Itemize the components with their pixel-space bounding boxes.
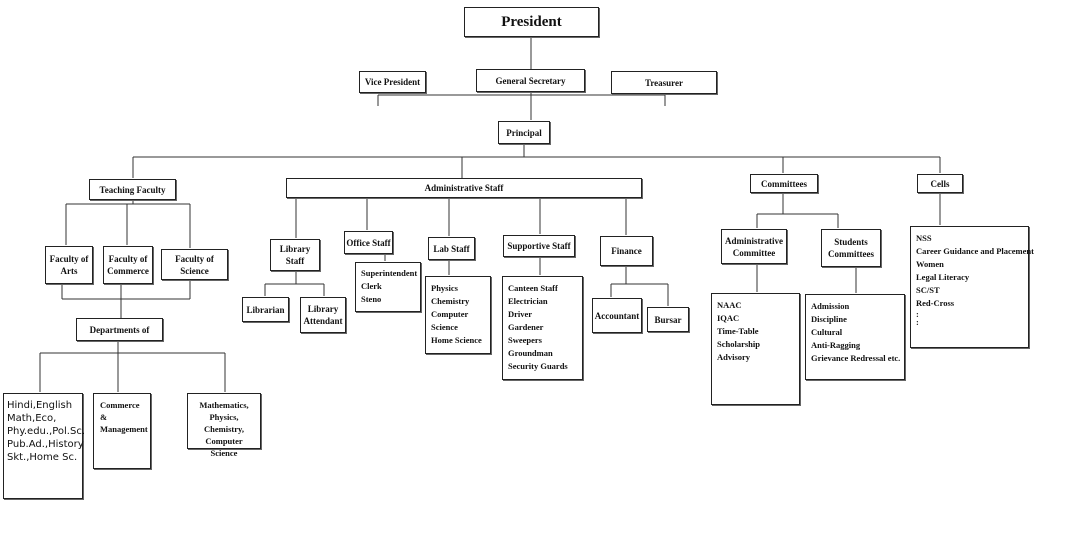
cell-item: Women — [916, 259, 944, 269]
librarian-box: Librarian — [242, 297, 289, 322]
accountant-box: Accountant — [592, 298, 642, 333]
lab-staff-item: Chemistry — [431, 296, 470, 306]
cell-item: Red-Cross — [916, 298, 955, 308]
cells-box: Cells — [917, 174, 963, 193]
office-staff-item: Superintendent — [361, 268, 418, 278]
supportive-staff-item: Gardener — [508, 322, 544, 332]
vice-president-box: Vice President — [359, 71, 426, 93]
lab-staff-item: Science — [431, 322, 458, 332]
cell-item: : — [916, 317, 919, 327]
supportive-staff-list: Canteen Staff Electrician Driver Gardene… — [502, 276, 583, 380]
administrative-committee-list: NAAC IQAC Time-Table Scholarship Advisor… — [711, 293, 800, 405]
administrative-committee-item: NAAC — [717, 300, 742, 310]
administrative-committee-item: Time-Table — [717, 326, 759, 336]
supportive-staff-item: Sweepers — [508, 335, 542, 345]
lab-staff-item: Home Science — [431, 335, 482, 345]
students-committee-item: Grievance Redressal etc. — [811, 353, 901, 363]
teaching-faculty-box: Teaching Faculty — [89, 179, 176, 200]
president-box: President — [464, 7, 599, 37]
departments-of-box: Departments of — [76, 318, 163, 341]
cell-item: NSS — [916, 233, 932, 243]
supportive-staff-item: Electrician — [508, 296, 548, 306]
administrative-committee-item: IQAC — [717, 313, 740, 323]
office-staff-item: Steno — [361, 294, 382, 304]
administrative-staff-box: Administrative Staff — [286, 178, 642, 198]
students-committee-item: Anti-Ragging — [811, 340, 861, 350]
supportive-staff-box: Supportive Staff — [503, 235, 575, 257]
treasurer-box: Treasurer — [611, 71, 717, 94]
cells-list: NSS Career Guidance and Placement Women … — [910, 226, 1034, 348]
arts-department-line: Skt.,Home Sc. — [7, 452, 78, 463]
general-secretary-box: General Secretary — [476, 69, 585, 92]
finance-box: Finance — [600, 236, 653, 266]
faculty-of-science-box: Faculty of Science — [161, 249, 228, 280]
cell-item: Career Guidance and Placement — [916, 246, 1034, 256]
supportive-staff-item: Groundman — [508, 348, 553, 358]
arts-department-line: Hindi,English — [7, 400, 73, 411]
library-attendant-box: Library Attendant — [300, 297, 346, 333]
administrative-committee-box: Administrative Committee — [721, 229, 787, 264]
cell-item: SC/ST — [916, 285, 940, 295]
office-staff-list: Superintendent Clerk Steno — [355, 262, 421, 312]
supportive-staff-item: Canteen Staff — [508, 283, 558, 293]
arts-department-line: Math,Eco, — [7, 413, 57, 424]
lab-staff-list: Physics Chemistry Computer Science Home … — [425, 276, 491, 354]
lab-staff-item: Computer — [431, 309, 469, 319]
arts-departments-list: Hindi,English Math,Eco, Phy.edu.,Pol.Sc.… — [3, 393, 86, 499]
science-departments-box: Mathematics, Physics, Chemistry, Compute… — [187, 393, 261, 458]
supportive-staff-item: Security Guards — [508, 361, 568, 371]
lab-staff-box: Lab Staff — [428, 237, 475, 260]
arts-department-line: Phy.edu.,Pol.Sc. — [7, 426, 86, 437]
students-committee-item: Admission — [811, 301, 850, 311]
cell-item: Legal Literacy — [916, 272, 970, 282]
committees-box: Committees — [750, 174, 818, 193]
administrative-committee-item: Advisory — [717, 352, 751, 362]
students-committees-list: Admission Discipline Cultural Anti-Raggi… — [805, 294, 905, 380]
students-committee-item: Discipline — [811, 314, 847, 324]
arts-department-line: Pub.Ad.,History — [7, 439, 84, 450]
faculty-of-commerce-box: Faculty of Commerce — [103, 246, 153, 284]
office-staff-box: Office Staff — [344, 231, 393, 254]
library-staff-box: Library Staff — [270, 239, 320, 271]
students-committee-item: Cultural — [811, 327, 843, 337]
bursar-box: Bursar — [647, 307, 689, 332]
students-committees-box: Students Committees — [821, 229, 881, 267]
faculty-of-arts-box: Faculty of Arts — [45, 246, 93, 284]
lab-staff-item: Physics — [431, 283, 458, 293]
cell-item: : — [916, 309, 919, 319]
supportive-staff-item: Driver — [508, 309, 533, 319]
principal-box: Principal — [498, 121, 550, 144]
office-staff-item: Clerk — [361, 281, 382, 291]
administrative-committee-item: Scholarship — [717, 339, 760, 349]
commerce-departments-box: Commerce & Management — [93, 393, 151, 469]
